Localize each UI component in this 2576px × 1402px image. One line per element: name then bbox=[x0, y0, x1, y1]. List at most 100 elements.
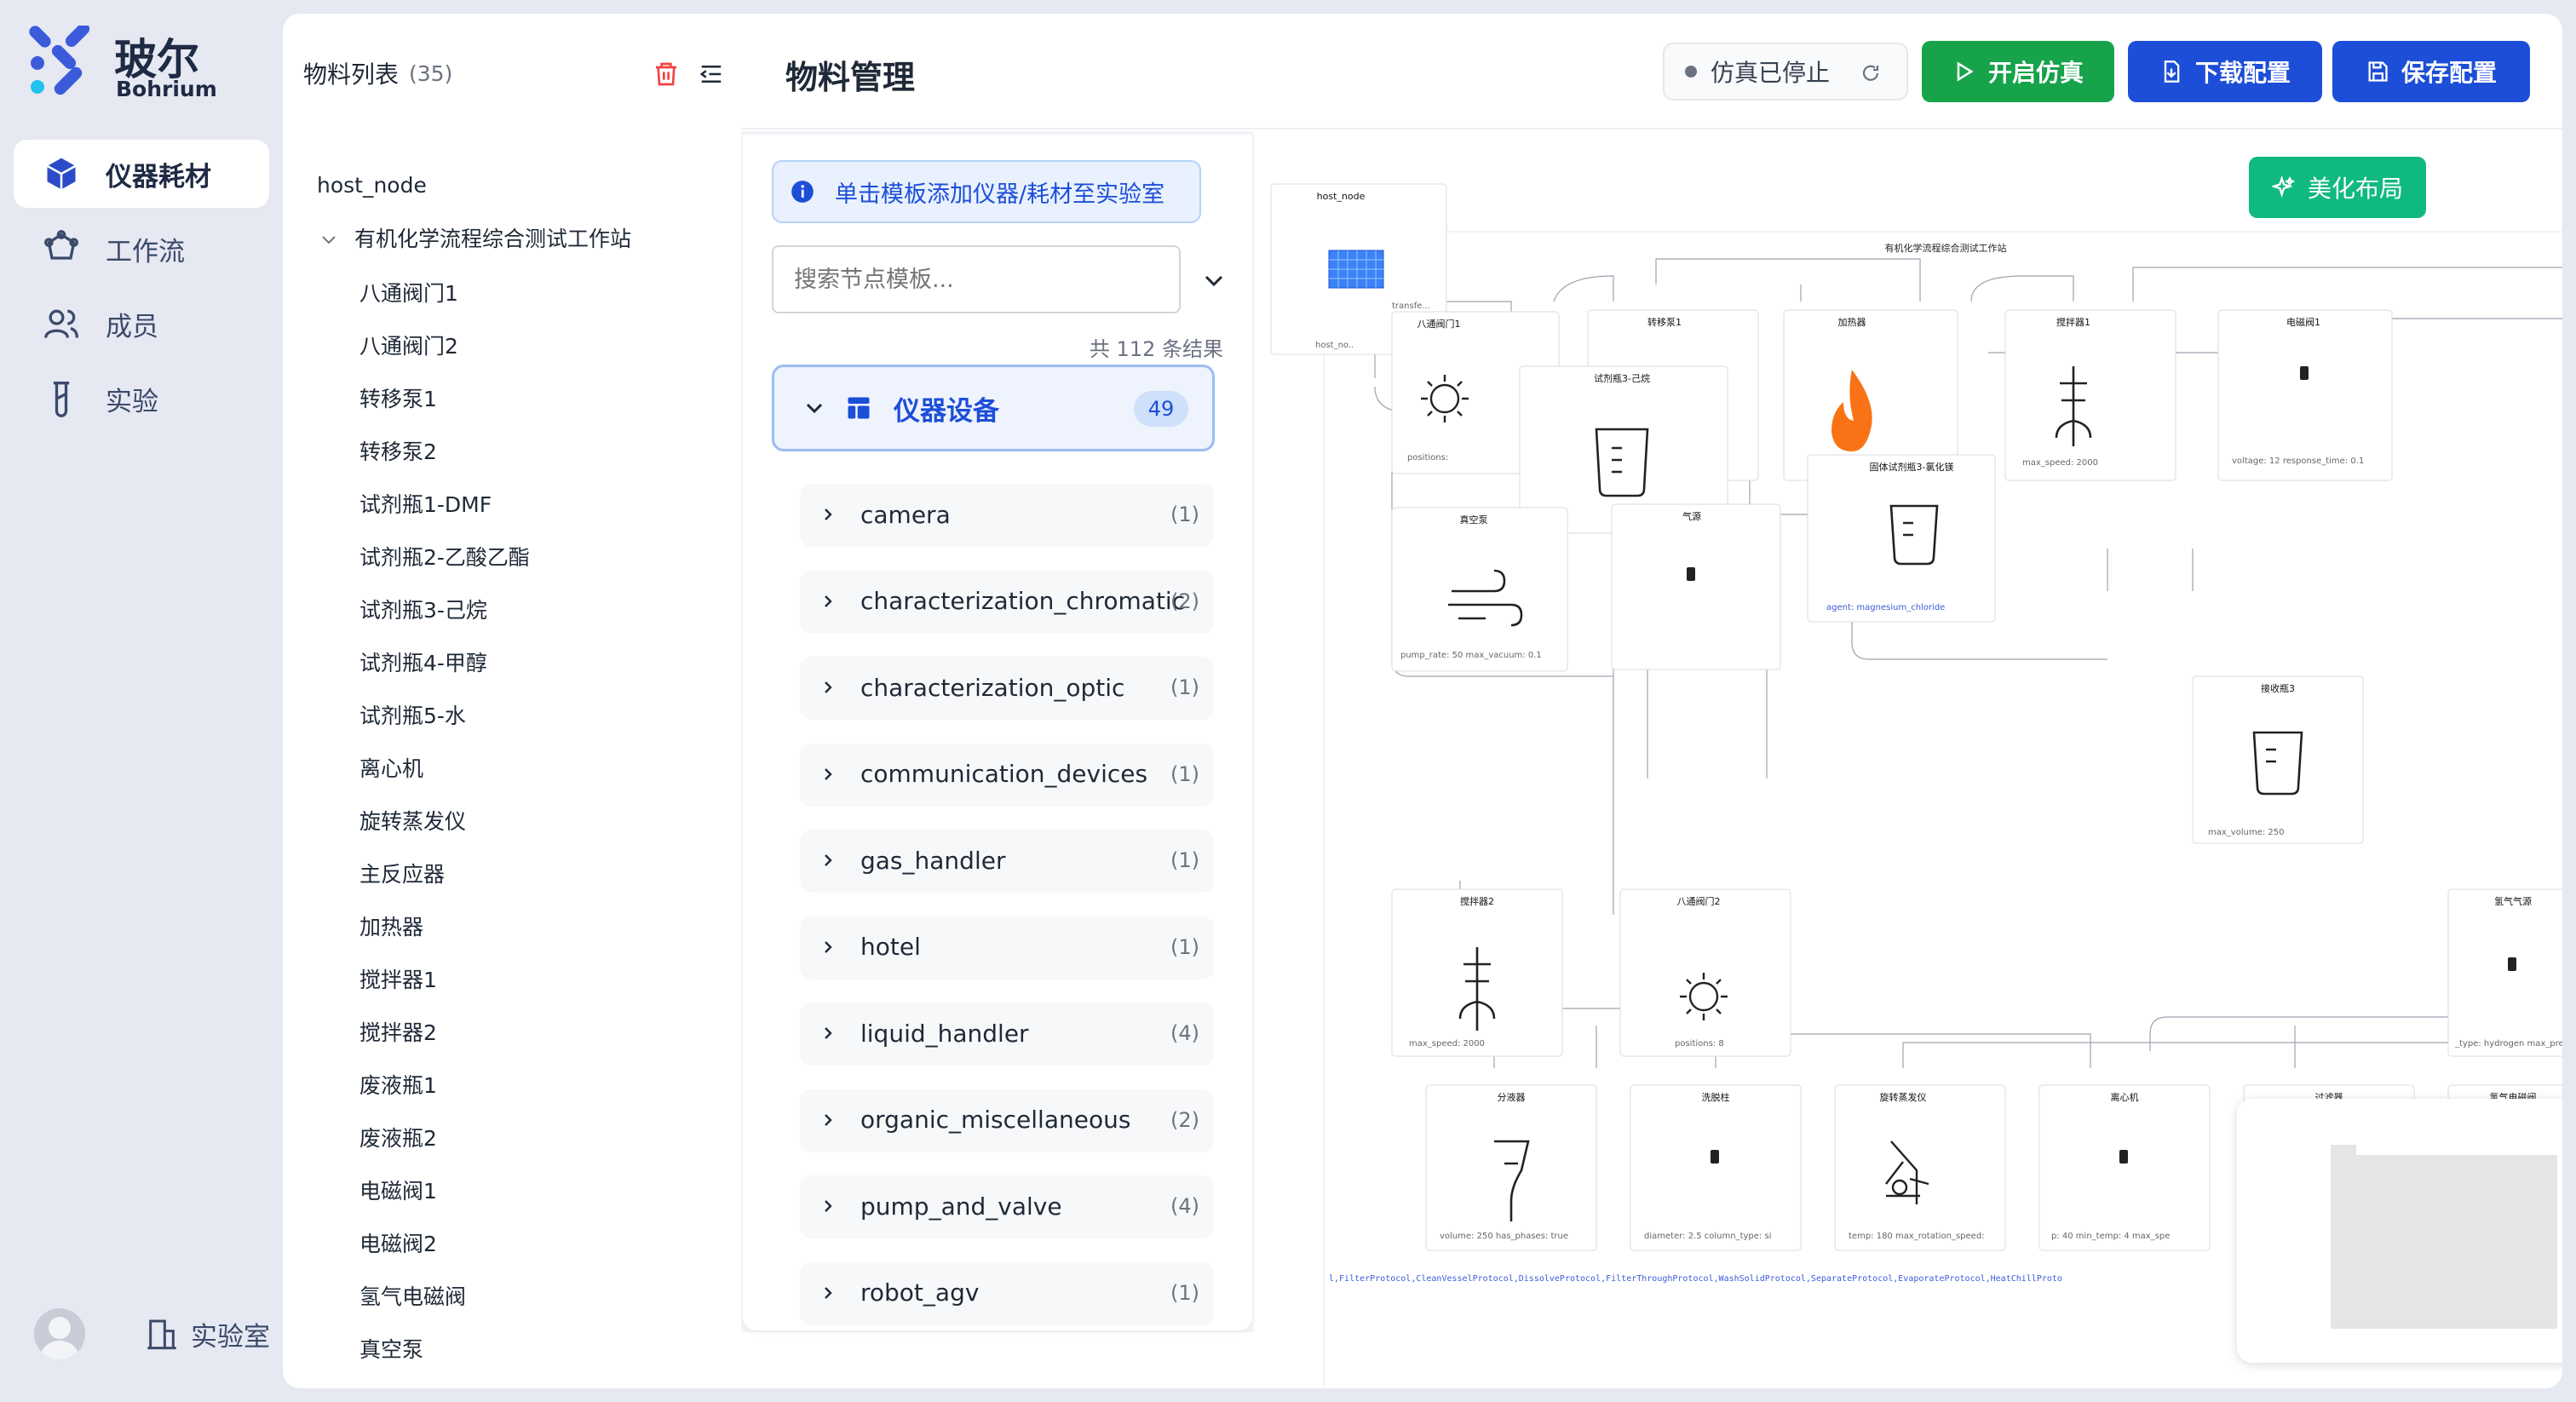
device-graph[interactable]: 有机化学流程综合测试工作站 bbox=[1256, 131, 2562, 1388]
device-graph-canvas[interactable]: 有机化学流程综合测试工作站 bbox=[1256, 131, 2562, 1388]
graph-node-solenoid1[interactable]: 电磁阀1 voltage: 12 response_time: 0.1 bbox=[2217, 309, 2393, 481]
workstation-title: 有机化学流程综合测试工作站 bbox=[1885, 242, 2007, 254]
bohrium-logo bbox=[26, 22, 97, 97]
brand[interactable]: 玻尔 Bohrium bbox=[26, 22, 217, 101]
graph-node-rotavap[interactable]: 旋转蒸发仪 temp: 180 max_rotation_speed: bbox=[1834, 1084, 2006, 1251]
start-simulation-button[interactable]: 开启仿真 bbox=[1922, 41, 2114, 102]
subcategory-label: hotel bbox=[860, 933, 921, 961]
tree-root-host-node[interactable]: host_node bbox=[317, 173, 427, 198]
avatar[interactable] bbox=[34, 1308, 85, 1359]
tree-item[interactable]: 试剂瓶3-己烷 bbox=[359, 598, 487, 623]
tree-item[interactable]: 主反应器 bbox=[359, 862, 446, 887]
tree-item[interactable]: 旋转蒸发仪 bbox=[359, 809, 467, 834]
tree-item[interactable]: 试剂瓶2-乙酸乙酯 bbox=[359, 545, 530, 570]
chevron-right-icon bbox=[825, 1027, 832, 1039]
tree-item[interactable]: 真空泵 bbox=[359, 1337, 424, 1362]
beaker-icon bbox=[1595, 428, 1649, 497]
building-icon bbox=[147, 1319, 176, 1350]
tree-item[interactable]: 转移泵2 bbox=[359, 440, 437, 464]
subcategory-robot-agv[interactable]: robot_agv(1) bbox=[801, 1261, 1213, 1324]
tree-item[interactable]: 试剂瓶4-甲醇 bbox=[359, 651, 487, 675]
download-config-label: 下载配置 bbox=[2194, 59, 2291, 87]
graph-node-gas[interactable]: 气源 bbox=[1611, 503, 1781, 670]
workstation-group bbox=[1323, 231, 2562, 1388]
graph-node-stirrer1[interactable]: 搅拌器1 max_speed: 2000 bbox=[2004, 309, 2176, 481]
subcategory-organic-miscellaneous[interactable]: organic_miscellaneous(2) bbox=[801, 1089, 1213, 1151]
lab-switch[interactable]: 实验室 bbox=[191, 1321, 270, 1353]
tree-item[interactable]: 电磁阀2 bbox=[359, 1232, 437, 1256]
page-title: 物料管理 bbox=[785, 59, 916, 96]
graph-node-separator[interactable]: 分液器 volume: 250 has_phases: true bbox=[1425, 1084, 1597, 1251]
tree-item[interactable]: 试剂瓶1-DMF bbox=[359, 492, 492, 517]
node-title: 气源 bbox=[1682, 510, 1701, 522]
nav-item-workflow[interactable]: 工作流 bbox=[14, 215, 269, 283]
tree-children: 八通阀门1 八通阀门2 转移泵1 转移泵2 试剂瓶1-DMF 试剂瓶2-乙酸乙酯试剂瓶3-… bbox=[317, 267, 726, 1376]
graph-node-reagent3[interactable]: 试剂瓶3-己烷 bbox=[1519, 365, 1728, 534]
tree-item[interactable]: 氢气电磁阀 bbox=[359, 1284, 467, 1309]
tree-item[interactable]: 加热器 bbox=[359, 915, 424, 939]
graph-node-heater[interactable]: 加热器 bbox=[1783, 309, 1958, 481]
category-count-badge: 49 bbox=[1134, 391, 1188, 427]
chevron-down-icon[interactable] bbox=[320, 231, 337, 248]
minimap-viewport[interactable] bbox=[2331, 1155, 2557, 1329]
material-list-title: 物料列表 bbox=[303, 60, 400, 89]
save-icon bbox=[2368, 61, 2388, 82]
nav-item-instruments[interactable]: 仪器耗材 bbox=[14, 140, 269, 208]
nav-label: 成员 bbox=[106, 311, 158, 342]
tree-item[interactable]: 电磁阀1 bbox=[359, 1179, 437, 1204]
node-title: 接收瓶3 bbox=[2261, 682, 2295, 694]
graph-node-valve2[interactable]: 八通阀门2 positions: 8 bbox=[1619, 888, 1791, 1057]
nav-item-members[interactable]: 成员 bbox=[14, 290, 269, 358]
tree-item[interactable]: 废液瓶2 bbox=[359, 1126, 437, 1151]
simulation-status[interactable]: 仿真已停止 bbox=[1663, 43, 1908, 101]
subcategory-liquid-handler[interactable]: liquid_handler(4) bbox=[801, 1003, 1213, 1064]
svg-text:max_speed: 2000: max_speed: 2000 bbox=[1409, 1039, 1485, 1049]
template-search-input[interactable] bbox=[772, 245, 1181, 313]
beautify-layout-label: 美化布局 bbox=[2307, 175, 2403, 203]
svg-text:p: 40 min_temp: 4 max_spe: p: 40 min_temp: 4 max_spe bbox=[2051, 1232, 2170, 1241]
subcategory-communication-devices[interactable]: communication_devices(1) bbox=[801, 743, 1213, 805]
tree-item[interactable]: 转移泵1 bbox=[359, 387, 437, 411]
download-config-button[interactable]: 下载配置 bbox=[2128, 41, 2322, 102]
chevron-right-icon bbox=[825, 854, 832, 866]
collapse-list-icon[interactable] bbox=[699, 61, 724, 87]
graph-node-solid-reagent[interactable]: 固体试剂瓶3-氯化镁 agent: magnesium_chloride bbox=[1807, 454, 1996, 623]
subcategory-characterization-optic[interactable]: characterization_optic(1) bbox=[801, 657, 1213, 718]
svg-text:diameter: 2.5 column_type: s: diameter: 2.5 column_type: si bbox=[1644, 1232, 1771, 1241]
graph-node-column[interactable]: 洗脱柱 diameter: 2.5 column_type: si bbox=[1630, 1084, 1802, 1251]
beautify-layout-button[interactable]: 美化布局 bbox=[2249, 157, 2426, 218]
subcategory-gas-handler[interactable]: gas_handler(1) bbox=[801, 830, 1213, 891]
graph-node-centrifuge[interactable]: 离心机 p: 40 min_temp: 4 max_spe bbox=[2038, 1084, 2211, 1251]
canvas-minimap[interactable] bbox=[2237, 1099, 2562, 1363]
subcategory-hotel[interactable]: hotel(1) bbox=[801, 916, 1213, 978]
nav-item-experiments[interactable]: 实验 bbox=[14, 365, 269, 433]
trash-icon[interactable] bbox=[653, 60, 680, 89]
tree-item[interactable]: 八通阀门2 bbox=[359, 334, 458, 359]
tree-item[interactable]: 搅拌器1 bbox=[359, 968, 437, 992]
tree-item[interactable]: 离心机 bbox=[359, 756, 424, 781]
graph-node-vacuum[interactable]: 真空泵 pump_rate: 50 max_vacuum: 0.1 bbox=[1391, 507, 1568, 672]
save-config-button[interactable]: 保存配置 bbox=[2332, 41, 2530, 102]
subcategory-pump-and-valve[interactable]: pump_and_valve(4) bbox=[801, 1175, 1213, 1237]
category-instruments[interactable]: 仪器设备 49 bbox=[772, 365, 1215, 451]
tree-item[interactable]: 试剂瓶5-水 bbox=[359, 704, 466, 728]
graph-node-receiver3[interactable]: 接收瓶3 max_volume: 250 bbox=[2192, 675, 2364, 844]
subcategory-characterization-chromatic[interactable]: characterization_chromatic(2) bbox=[801, 570, 1213, 632]
main-area: 物料管理 仿真已停止 开启仿真 下载配置 保存配置 单击模板添加仪器/耗材至实验… bbox=[741, 14, 2562, 1388]
workflow-icon bbox=[44, 230, 78, 260]
svg-text:_type: hydrogen max_pre: _type: hydrogen max_pre bbox=[2454, 1039, 2562, 1049]
valve-icon bbox=[1680, 973, 1728, 1020]
graph-node-stirrer2[interactable]: 搅拌器2 max_speed: 2000 bbox=[1391, 888, 1563, 1057]
info-icon bbox=[791, 181, 814, 203]
svg-text:transfe...: transfe... bbox=[1392, 302, 1430, 311]
tree-group-workstation[interactable]: 有机化学流程综合测试工作站 bbox=[317, 211, 726, 267]
graph-node-hydrogen-source[interactable]: 氢气气源 _type: hydrogen max_pre bbox=[2447, 888, 2562, 1057]
subcategory-camera[interactable]: camera(1) bbox=[801, 484, 1213, 545]
refresh-icon[interactable] bbox=[1860, 63, 1881, 83]
app-sidebar: 玻尔 Bohrium 仪器耗材 工作流 成员 实验 实验室 bbox=[0, 0, 283, 1402]
tree-item[interactable]: 八通阀门1 bbox=[359, 281, 458, 306]
chevron-down-icon[interactable] bbox=[1203, 273, 1225, 290]
tree-item[interactable]: 废液瓶1 bbox=[359, 1073, 437, 1098]
tree-item[interactable]: 搅拌器2 bbox=[359, 1020, 437, 1045]
wind-icon bbox=[1448, 569, 1523, 627]
